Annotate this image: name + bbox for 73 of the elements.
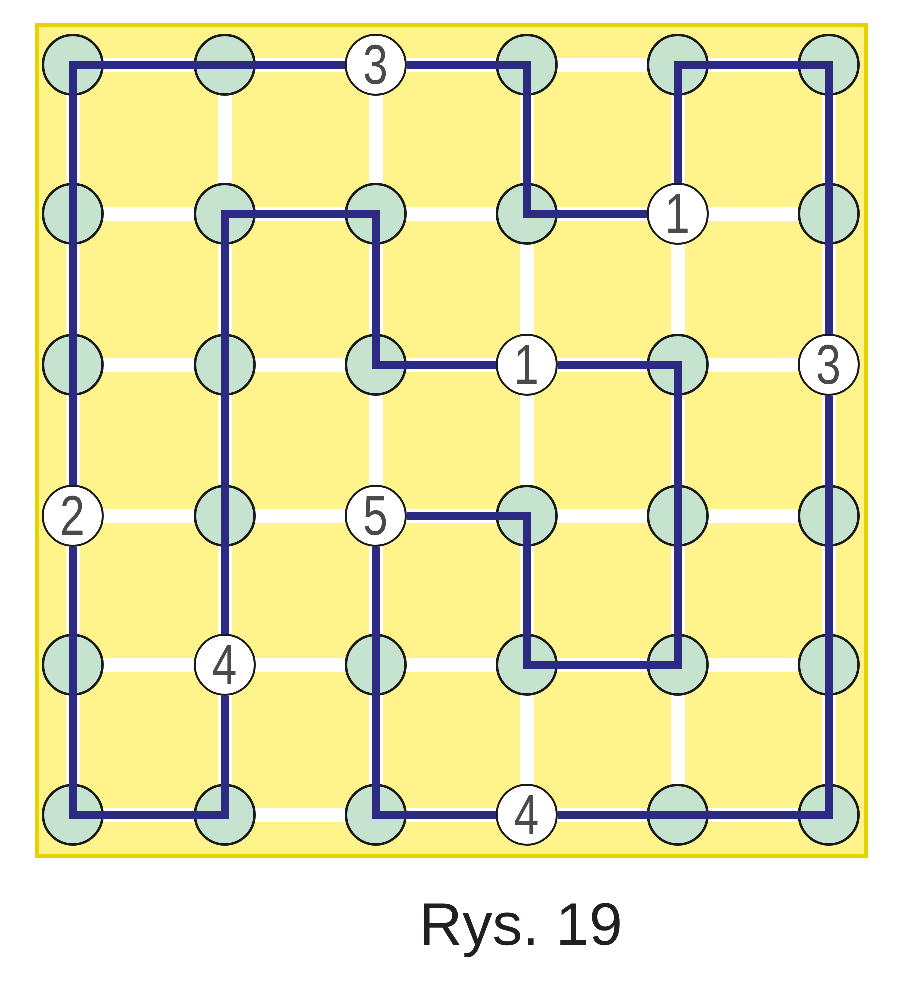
path-segment xyxy=(372,547,380,634)
grid-dot xyxy=(42,334,104,396)
path-segment xyxy=(825,396,833,485)
path-segment xyxy=(523,96,531,183)
path-segment xyxy=(69,696,77,784)
grid-dot xyxy=(345,183,407,245)
clue-number: 3 xyxy=(816,339,842,391)
clue-number: 3 xyxy=(364,39,388,91)
path-segment xyxy=(69,96,77,183)
clue-number: 2 xyxy=(60,490,86,542)
path-segment xyxy=(256,61,345,69)
grid-dot xyxy=(194,334,256,396)
clue-number: 1 xyxy=(666,188,690,240)
path-segment xyxy=(104,811,194,819)
grid-dot xyxy=(798,485,860,547)
path-segment xyxy=(825,696,833,784)
path-segment xyxy=(674,547,682,634)
path-segment xyxy=(825,96,833,183)
figure-caption: Rys. 19 xyxy=(419,893,623,957)
path-segment xyxy=(558,361,647,369)
path-segment xyxy=(221,396,229,485)
grid-dot xyxy=(798,183,860,245)
path-segment xyxy=(558,210,647,218)
grid-dot xyxy=(798,784,860,846)
path-segment xyxy=(372,245,380,334)
path-segment xyxy=(221,696,229,784)
grid-dot xyxy=(194,784,256,846)
path-segment xyxy=(407,61,496,69)
grid-dot xyxy=(647,784,709,846)
grid-dot xyxy=(42,784,104,846)
clue-number: 4 xyxy=(514,789,540,841)
path-segment xyxy=(104,61,194,69)
path-segment xyxy=(221,245,229,334)
grid-dot xyxy=(345,784,407,846)
path-segment xyxy=(674,396,682,485)
grid-dot xyxy=(345,334,407,396)
grid-dot xyxy=(194,485,256,547)
grid-dot xyxy=(798,34,860,96)
grid-dot xyxy=(194,183,256,245)
grid-dot xyxy=(496,634,558,696)
clue-number: 4 xyxy=(212,639,238,691)
path-segment xyxy=(256,210,345,218)
path-segment xyxy=(69,245,77,334)
clue-number: 1 xyxy=(514,339,540,391)
path-segment xyxy=(221,547,229,634)
grid-dot xyxy=(194,34,256,96)
grid-dot xyxy=(647,634,709,696)
grid-dot xyxy=(647,485,709,547)
grid-dot xyxy=(42,634,104,696)
path-segment xyxy=(407,361,496,369)
clue-number: 5 xyxy=(364,490,388,542)
path-segment xyxy=(523,547,531,634)
path-segment xyxy=(372,696,380,784)
grid-dot xyxy=(798,634,860,696)
grid-dot xyxy=(496,485,558,547)
grid-dot xyxy=(647,34,709,96)
path-segment xyxy=(558,661,647,669)
path-segment xyxy=(69,547,77,634)
grid-dot xyxy=(345,634,407,696)
path-segment xyxy=(674,96,682,183)
path-segment xyxy=(407,512,496,520)
path-segment xyxy=(709,811,798,819)
path-segment xyxy=(558,811,647,819)
grid-dot xyxy=(496,183,558,245)
grid-dot xyxy=(496,34,558,96)
grid-dot xyxy=(42,183,104,245)
grid-dot xyxy=(647,334,709,396)
path-segment xyxy=(69,396,77,485)
path-segment xyxy=(709,61,798,69)
grid-dot xyxy=(42,34,104,96)
path-segment xyxy=(407,811,496,819)
path-segment xyxy=(825,245,833,334)
path-segment xyxy=(825,547,833,634)
